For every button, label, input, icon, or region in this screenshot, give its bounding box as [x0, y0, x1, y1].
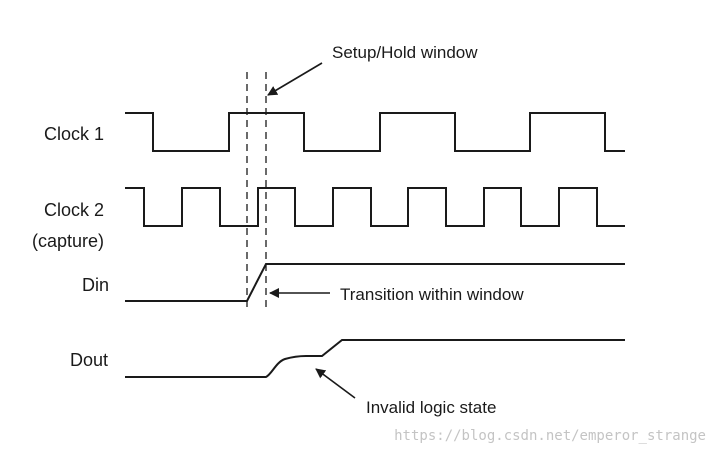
setup-hold-arrow: [267, 62, 323, 96]
din-label: Din: [82, 275, 109, 295]
clock2-label: Clock 2: [44, 200, 104, 220]
invalid-logic-state-label: Invalid logic state: [366, 398, 496, 417]
clock2-waveform: [125, 187, 625, 227]
setup-hold-window-label: Setup/Hold window: [332, 43, 478, 62]
dout-label: Dout: [70, 350, 108, 370]
clock1-label: Clock 1: [44, 124, 104, 144]
clock1-waveform: [125, 112, 625, 152]
clock2-sublabel: (capture): [32, 231, 104, 251]
watermark-text: https://blog.csdn.net/emperor_strange: [394, 428, 706, 444]
din-waveform: [125, 263, 625, 302]
dout-waveform: [125, 339, 625, 378]
invalid-state-arrow: [315, 368, 356, 399]
transition-within-window-label: Transition within window: [340, 285, 524, 304]
